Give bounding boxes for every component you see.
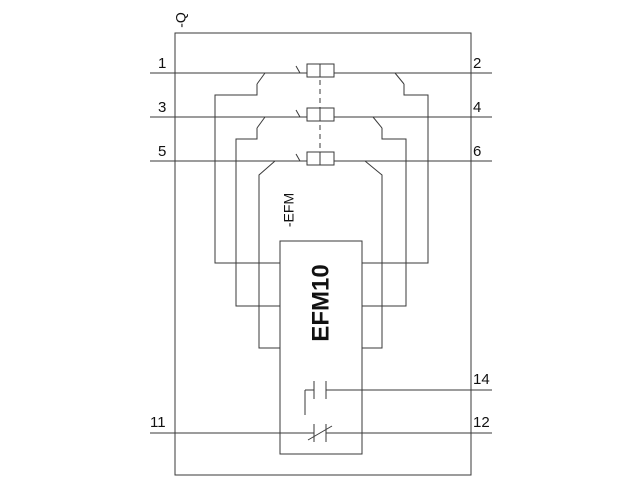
terminal-11-label: 11 bbox=[150, 414, 166, 431]
enclosure-outline bbox=[174, 32, 472, 476]
aux-contact-no-14 bbox=[304, 381, 492, 415]
terminal-6-label: 6 bbox=[473, 143, 481, 160]
pole-1-2 bbox=[150, 63, 492, 85]
module-name: EFM10 bbox=[307, 264, 334, 341]
terminal-12-label: 12 bbox=[473, 414, 490, 431]
terminal-1-label: 1 bbox=[158, 55, 166, 72]
terminal-3-label: 3 bbox=[158, 99, 166, 116]
left-sense-wires bbox=[214, 84, 280, 349]
pole-3-4 bbox=[150, 107, 492, 129]
module-tag: -EFM bbox=[281, 193, 297, 227]
right-sense-wires bbox=[362, 84, 429, 349]
terminal-2-label: 2 bbox=[473, 55, 481, 72]
terminal-5-label: 5 bbox=[158, 143, 166, 160]
pole-5-6 bbox=[150, 151, 492, 166]
breaker-tag: -Q bbox=[173, 12, 189, 28]
efm10-module bbox=[279, 240, 363, 455]
terminal-14-label: 14 bbox=[473, 371, 490, 388]
aux-contact-nc-11-12 bbox=[150, 424, 492, 442]
terminal-4-label: 4 bbox=[473, 99, 481, 116]
